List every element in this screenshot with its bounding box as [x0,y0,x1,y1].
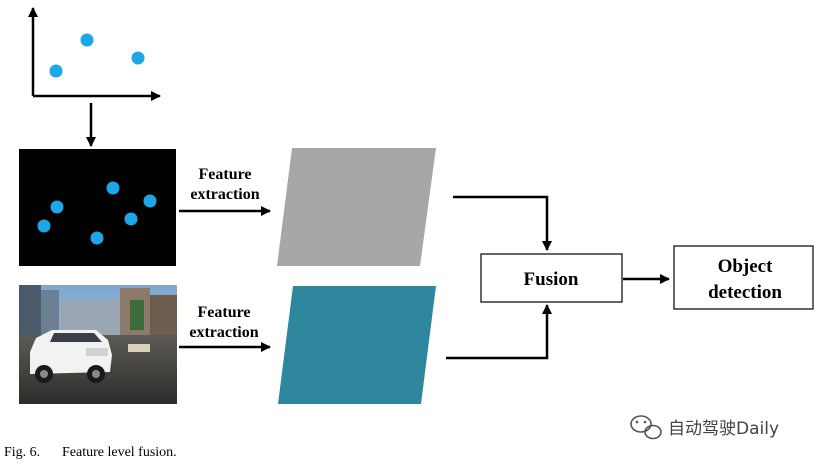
figure-caption: Feature level fusion. [62,445,177,460]
lidar-feature-map [277,148,436,266]
camera-feature-map [278,286,436,404]
lidar-point [37,219,51,233]
feature-extraction-label-top: Feature extraction [190,166,259,203]
lidar-point [50,200,64,214]
watermark-text: 自动驾驶Daily [668,419,779,439]
arrow-camera-feature-to-fusion [446,304,552,360]
lidar-point [90,231,104,245]
object-detection-line1: Object [718,256,774,277]
lidar-point [106,181,120,195]
fusion-label: Fusion [524,269,579,290]
feature-extraction-top-line2: extraction [190,186,259,203]
arrow-lidar-feature-to-fusion [453,195,552,251]
scatter-point [80,33,94,47]
lidar-point [143,194,157,208]
object-detection-line2: detection [708,282,782,303]
wechat-logo-icon [630,415,662,440]
scatter-point [49,64,63,78]
feature-extraction-label-bottom: Feature extraction [189,304,258,341]
scatter-point [131,51,145,65]
feature-extraction-bottom-line1: Feature [197,304,250,321]
lidar-point-image [19,149,176,266]
fusion-box [480,253,623,303]
feature-extraction-bottom-line2: extraction [189,324,258,341]
scatter-axes-icon [28,7,161,101]
object-detection-box [673,245,814,310]
lidar-point [124,212,138,226]
feature-extraction-top-line1: Feature [198,166,251,183]
camera-car-photo [19,285,177,404]
figure-number: Fig. 6. [4,445,40,460]
